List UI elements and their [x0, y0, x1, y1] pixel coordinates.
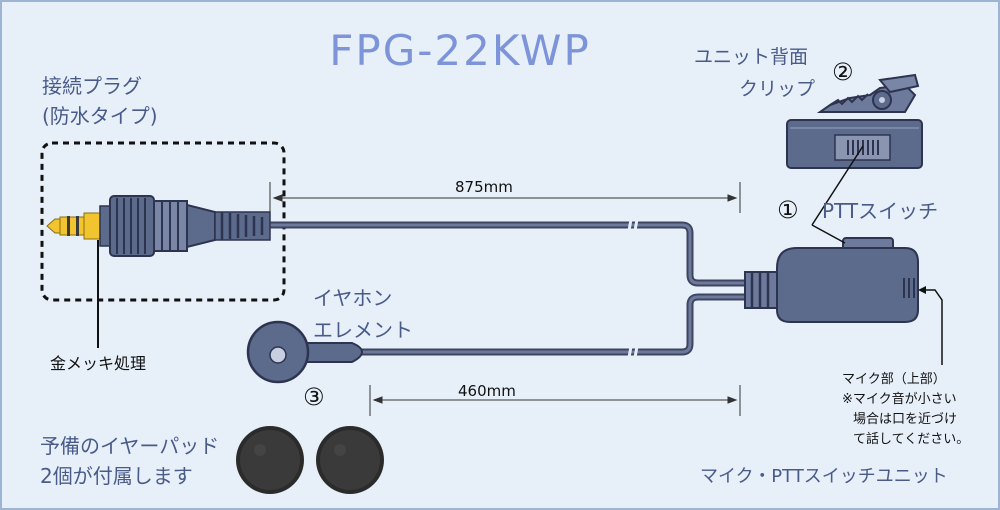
dimension-460-label: 460mm — [458, 382, 516, 400]
plug-label-line1: 接続プラグ — [42, 74, 142, 98]
unit-name-label: マイク・PTTスイッチユニット — [700, 466, 948, 487]
product-title: FPG-22KWP — [329, 26, 591, 75]
gold-plating-label: 金メッキ処理 — [50, 354, 147, 373]
connector-plug — [46, 195, 271, 257]
dimension-875-label: 875mm — [455, 178, 513, 196]
mic-note-line2: ※マイク音が小さい — [842, 392, 957, 407]
ptt-unit — [744, 237, 919, 323]
dimension-875 — [269, 182, 741, 213]
mic-leader-arrow — [918, 286, 926, 294]
ptt-switch-label: PTTスイッチ — [822, 199, 939, 223]
spare-pad-line1: 予備のイヤーパッド — [40, 434, 220, 458]
earphone-label-line1: イヤホン — [313, 286, 393, 310]
mic-note-line3: 場合は口を近づけ — [853, 412, 958, 427]
mic-note-line4: て話してください。 — [853, 432, 970, 447]
ptt-number: ① — [777, 196, 799, 224]
plug-label-line2: (防水タイプ) — [42, 104, 158, 128]
earphone-element — [246, 320, 364, 384]
cable-bottom — [351, 293, 749, 356]
clip-label-line2: クリップ — [739, 78, 816, 100]
dimension-460 — [369, 385, 741, 416]
clip-number: ② — [832, 58, 854, 86]
ptt-leader-line — [811, 145, 864, 226]
mic-leader-line — [922, 289, 943, 365]
cable-top — [266, 221, 749, 287]
earphone-label-line2: エレメント — [313, 318, 413, 342]
plug-highlight-box — [40, 141, 286, 302]
mic-note-line1: マイク部（上部） — [842, 372, 946, 387]
earphone-number: ③ — [303, 383, 325, 411]
spare-pad-line2: 2個が付属します — [40, 464, 193, 488]
ear-pad-2 — [316, 426, 384, 494]
cable-break-marks — [626, 213, 640, 364]
ptt-leader-line-2 — [811, 224, 846, 244]
clip-label-line1: ユニット背面 — [694, 46, 809, 68]
ear-pad-1 — [236, 426, 304, 494]
